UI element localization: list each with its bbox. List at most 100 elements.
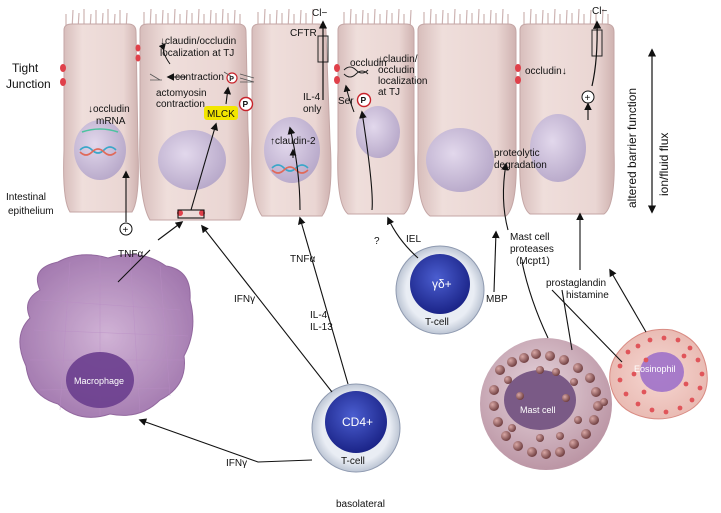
arrow-mlck-contraction bbox=[223, 86, 232, 105]
actin-filaments bbox=[149, 71, 255, 83]
ifng-bottom-label: IFNγ bbox=[226, 458, 247, 469]
mbp-label: MBP bbox=[486, 294, 508, 305]
arrow-iel bbox=[359, 110, 373, 211]
dna-strand-1 bbox=[79, 146, 117, 156]
basolateral-label: basolateral bbox=[336, 499, 385, 510]
mlck-label: MLCK bbox=[207, 109, 235, 120]
epithelium-layer bbox=[60, 8, 615, 221]
arrow-ser bbox=[343, 84, 355, 113]
plus-right-label: + bbox=[585, 93, 591, 104]
arrow-claudin-tj bbox=[158, 42, 171, 65]
eosinophil-label: Eosinophil bbox=[634, 364, 676, 374]
tight-label: Tight bbox=[12, 61, 39, 75]
nucleus-2 bbox=[158, 130, 226, 190]
ifng-mid-label: IFNγ bbox=[234, 294, 255, 305]
arrow-junction-mlck bbox=[190, 122, 218, 211]
mcp-line1: Mast cell bbox=[510, 232, 549, 243]
histamine-label: histamine bbox=[566, 290, 609, 301]
mrna-strand bbox=[81, 128, 119, 133]
mast-cell-label: Mast cell bbox=[520, 405, 556, 415]
prostaglandin-label: prostaglandin bbox=[546, 278, 606, 289]
signal-arrows bbox=[117, 102, 647, 463]
claudin-loc-line4: at TJ bbox=[378, 87, 400, 98]
arrow-cd4-ifng bbox=[201, 224, 333, 393]
tnfa-mid-label: TNFα bbox=[290, 254, 315, 265]
junction-label: Junction bbox=[6, 77, 51, 91]
il4-line2: IL-13 bbox=[310, 322, 333, 333]
macrophage-label: Macrophage bbox=[74, 376, 124, 386]
claudin-loc-line3: localization bbox=[378, 76, 427, 87]
macrophage-nucleus bbox=[66, 352, 134, 408]
plus-circle-left bbox=[119, 222, 133, 236]
cd4-label: CD4+ bbox=[342, 415, 373, 429]
iel-label: IEL bbox=[406, 234, 421, 245]
phospho-ser bbox=[356, 92, 372, 108]
arrow-eos-mbp bbox=[551, 289, 623, 363]
mast-cell: Mast cell bbox=[480, 338, 612, 470]
arrow-mbp-up bbox=[491, 230, 500, 293]
il4-line1: IL-4, bbox=[310, 310, 330, 321]
arrow-mast-prostaglandin bbox=[561, 289, 573, 351]
epithelium-label: epithelium bbox=[8, 206, 54, 217]
gd-tcell: γδ+ T-cell bbox=[395, 245, 485, 335]
arrow-eos-prostaglandin bbox=[609, 268, 647, 333]
phospho-ser-label: P bbox=[361, 95, 367, 105]
occludin-mrna-line2: mRNA bbox=[96, 116, 126, 127]
dna-strand-3 bbox=[271, 164, 309, 174]
phospho-mlck bbox=[238, 96, 254, 112]
arrow-il4-only bbox=[287, 126, 301, 211]
occludin-down-label: occludin↓ bbox=[525, 66, 567, 77]
mlck-highlight bbox=[204, 106, 238, 120]
mcp-line3: (Mcpt1) bbox=[516, 256, 550, 267]
cd4-tcell-core bbox=[325, 391, 387, 453]
arrow-cl-right bbox=[591, 20, 602, 87]
claudin-tj-line2: localization at TJ bbox=[160, 48, 234, 59]
eosinophil: Eosinophil bbox=[609, 328, 708, 420]
cd4-tcell-label: T-cell bbox=[341, 456, 365, 467]
cl-right-label: Cl− bbox=[592, 6, 607, 17]
ion-flux-label: ion/fluid flux bbox=[657, 133, 671, 196]
claudin-loc-line2: occludin bbox=[378, 65, 415, 76]
proteolytic-line2: degradation bbox=[494, 160, 547, 171]
mcp-line2: proteases bbox=[510, 244, 554, 255]
macrophage-body bbox=[19, 253, 194, 418]
macrophage: Macrophage bbox=[19, 253, 194, 418]
il4-only-line2: only bbox=[303, 104, 321, 115]
occludin-strand bbox=[343, 66, 369, 78]
arrow-cd4-il4 bbox=[298, 216, 349, 385]
arrow-mast-proteases bbox=[521, 261, 549, 339]
contraction-label: contraction bbox=[175, 72, 224, 83]
actomyosin-line2: contraction bbox=[156, 99, 205, 110]
nucleus-6 bbox=[530, 114, 586, 182]
actomyosin-line1: actomyosin bbox=[156, 88, 207, 99]
arrow-tnfa-mlck bbox=[157, 221, 184, 241]
mast-cell-nucleus bbox=[504, 370, 576, 430]
eosinophil-nucleus bbox=[640, 352, 684, 392]
proteolytic-line1: proteolytic bbox=[494, 148, 540, 159]
cl-left-label: Cl− bbox=[312, 8, 327, 19]
mast-cell-granules bbox=[489, 349, 608, 459]
arrow-cd4-macrophage bbox=[138, 418, 313, 463]
phospho-contraction-label: P bbox=[229, 76, 234, 83]
ser-label: Ser bbox=[338, 96, 354, 107]
gd-tcell-label: T-cell bbox=[425, 317, 449, 328]
plus-left-label: + bbox=[123, 225, 129, 236]
claudin-tj-line1: ↓claudin/occludin bbox=[160, 36, 236, 47]
altered-barrier-label: altered barrier function bbox=[625, 88, 639, 208]
eosinophil-granules bbox=[617, 335, 705, 415]
tnfa-left-label: TNFα bbox=[118, 249, 143, 260]
arrow-macrophage-tnfa bbox=[117, 249, 151, 283]
intestinal-label: Intestinal bbox=[6, 192, 46, 203]
question-label: ? bbox=[374, 236, 380, 247]
microvilli bbox=[65, 8, 609, 31]
gd-tcell-core bbox=[410, 254, 470, 314]
cd4-tcell: CD4+ T-cell bbox=[311, 383, 401, 473]
arrow-gd-cell bbox=[387, 216, 419, 259]
nucleus-5 bbox=[426, 128, 494, 192]
occludin-label: occludin bbox=[350, 58, 387, 69]
occludin-mrna-line1: ↓occludin bbox=[88, 104, 130, 115]
nucleus-3 bbox=[264, 117, 320, 183]
claudin-loc-line1: ↓claudin/ bbox=[378, 54, 418, 65]
gd-label: γδ+ bbox=[432, 277, 452, 291]
